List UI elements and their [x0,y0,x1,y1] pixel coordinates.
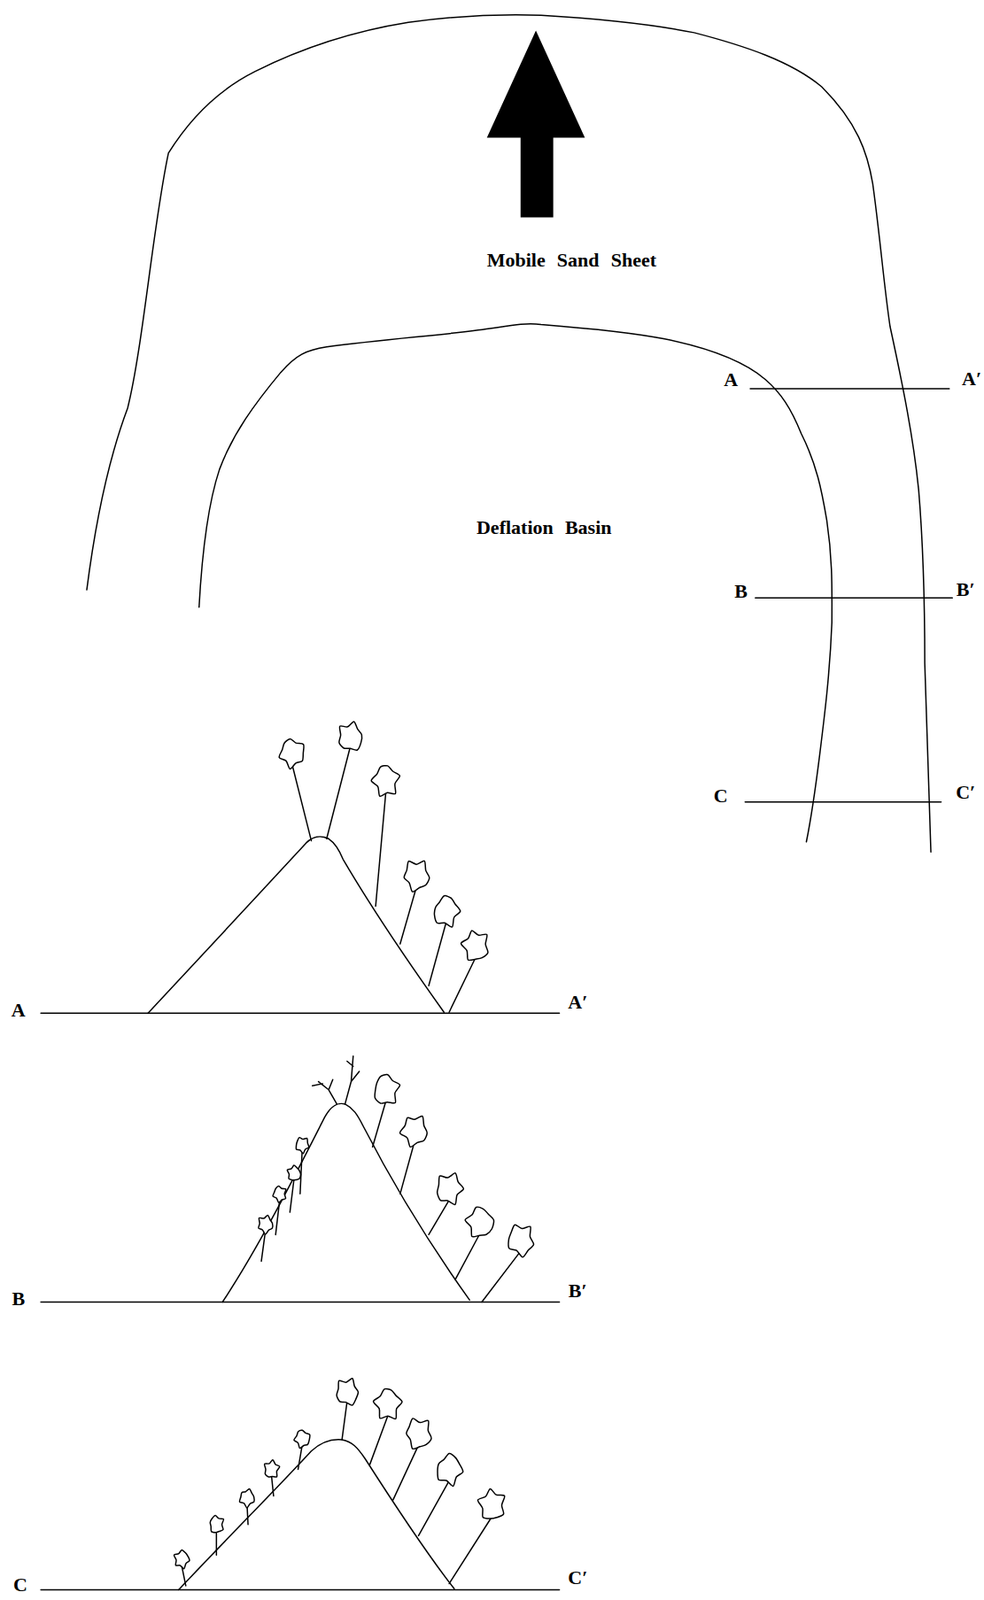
tree-trunk [275,1200,280,1236]
tree-trunk [449,1517,492,1585]
tree-trunk [326,747,351,839]
section-letter: B′ [956,580,976,600]
tree-crown [477,1488,504,1519]
tree-crown [209,1515,224,1533]
dead-branch [312,1079,338,1105]
section-letter: C [713,786,729,806]
tree-crown [433,896,460,928]
tree-crown [264,1460,280,1478]
tree-trunk [289,1179,295,1213]
tree-crown [437,1173,465,1206]
tree-crown [173,1549,190,1569]
tree-crown [371,766,400,798]
ground-line [40,1589,559,1591]
tree-trunk [375,792,387,907]
tree-trunk [481,1251,521,1302]
dead-branch [345,1056,360,1105]
tree-trunk [400,887,417,945]
section-letter: B′ [568,1281,588,1302]
tree-crown [373,1389,403,1420]
tree-crown [508,1224,534,1257]
direction-arrow [487,30,586,218]
tree-trunk [298,1445,303,1470]
tree-crown [437,1453,464,1487]
tree-trunk [418,1480,450,1536]
tree-crown [464,1207,494,1238]
tree-trunk [216,1531,217,1556]
section-letter: A [723,370,738,390]
tree-trunk [369,1416,388,1466]
section-letter: C′ [567,1568,588,1589]
tree-crown [294,1430,310,1449]
tree-crown [278,738,304,769]
section-letter: B [11,1289,25,1310]
tree-crown [295,1138,309,1155]
tree-trunk [372,1101,387,1148]
tree-crown [461,930,489,961]
tree-crown [400,1116,428,1148]
tree-trunk [455,1234,481,1281]
tree-trunk [393,1445,419,1501]
tree-crown [258,1215,273,1235]
region-label: Mobile Sand Sheet [487,250,657,271]
tree-trunk [400,1142,415,1195]
tree-crown [239,1488,255,1508]
dune-profile [222,1103,470,1302]
tree-crown [336,1379,358,1406]
tree-crown [286,1165,301,1181]
tree-trunk [271,1476,274,1497]
ground-line [40,1013,559,1015]
tree-trunk [292,763,312,841]
dune-profile [147,836,444,1014]
tree-trunk [449,957,476,1013]
inner-basin-edge [199,324,833,843]
section-letter: B [734,581,748,602]
section-letter: A′ [961,369,982,389]
region-label: Deflation Basin [476,518,613,538]
section-line [750,387,950,389]
section-line [744,801,941,803]
tree-trunk [261,1231,266,1262]
tree-crown [374,1075,400,1105]
section-letter: C [13,1575,28,1596]
section-letter: A [11,1000,26,1021]
tree-crown [339,721,363,751]
tree-crown [406,1418,432,1449]
tree-trunk [428,922,447,986]
tree-trunk [428,1200,450,1235]
dune-profile [178,1440,455,1591]
tree-trunk [341,1402,348,1441]
section-letter: C′ [955,782,976,803]
section-letter: A′ [567,992,588,1013]
tree-crown [403,860,430,892]
tree-crown [272,1186,287,1204]
section-line [755,597,953,599]
outer-dune-edge [86,15,931,853]
